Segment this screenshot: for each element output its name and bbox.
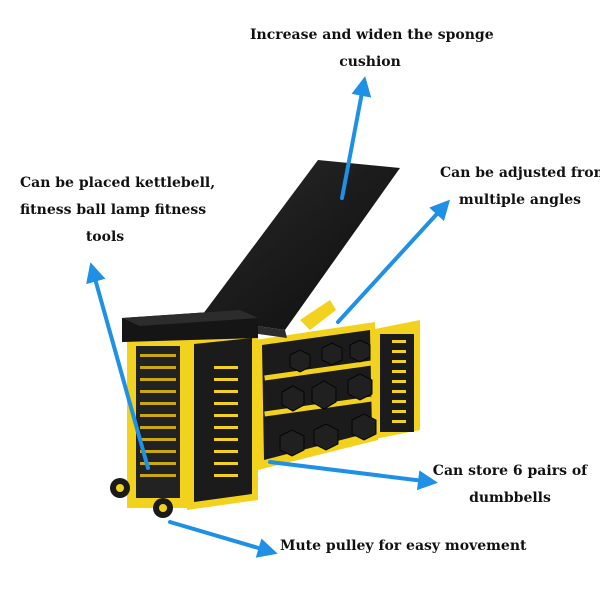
arrow-cushion: [340, 76, 372, 200]
annotation-angles-line1: Can be adjusted from: [440, 165, 600, 181]
dumbbell: [351, 413, 377, 441]
annotation-angles: Can be adjusted from multiple angles: [440, 160, 600, 214]
left-storage-box: [127, 330, 258, 510]
annotation-cushion-line1: Increase and widen the sponge: [250, 27, 494, 43]
annotation-storage-line1: Can be placed kettlebell,: [20, 175, 216, 191]
dumbbell: [347, 373, 373, 401]
dumbbell: [313, 423, 339, 451]
bench: [110, 160, 420, 518]
arrow-storage: [86, 262, 150, 470]
dumbbell: [321, 342, 343, 366]
arrow-pulley: [168, 520, 278, 558]
annotation-arrows: [86, 76, 451, 558]
annotation-cushion-line2: cushion: [339, 54, 401, 70]
dumbbells: [279, 339, 377, 457]
annotation-dumbbells-line2: dumbbells: [469, 490, 551, 506]
annotation-pulley-line1: Mute pulley for easy movement: [280, 538, 527, 554]
seat-cushion: [122, 310, 258, 342]
arrow-angles: [336, 199, 451, 324]
dumbbell: [289, 349, 311, 373]
dumbbell: [349, 339, 371, 363]
annotation-storage-line2: fitness ball lamp fitness: [20, 202, 207, 218]
annotation-dumbbells-line1: Can store 6 pairs of: [432, 463, 588, 479]
dumbbell: [279, 429, 305, 457]
annotation-storage: Can be placed kettlebell, fitness ball l…: [20, 170, 216, 251]
annotation-dumbbells: Can store 6 pairs of dumbbells: [430, 458, 590, 512]
annotation-storage-line3: tools: [85, 229, 125, 245]
annotation-pulley: Mute pulley for easy movement: [280, 533, 527, 560]
right-storage-box: [370, 320, 420, 440]
annotation-cushion: Increase and widen the sponge cushion: [250, 22, 494, 76]
dumbbell: [281, 385, 305, 412]
dumbbell: [311, 380, 337, 410]
wheels: [110, 478, 173, 518]
annotation-angles-line2: multiple angles: [458, 192, 582, 208]
arrow-dumbbells: [268, 460, 438, 491]
